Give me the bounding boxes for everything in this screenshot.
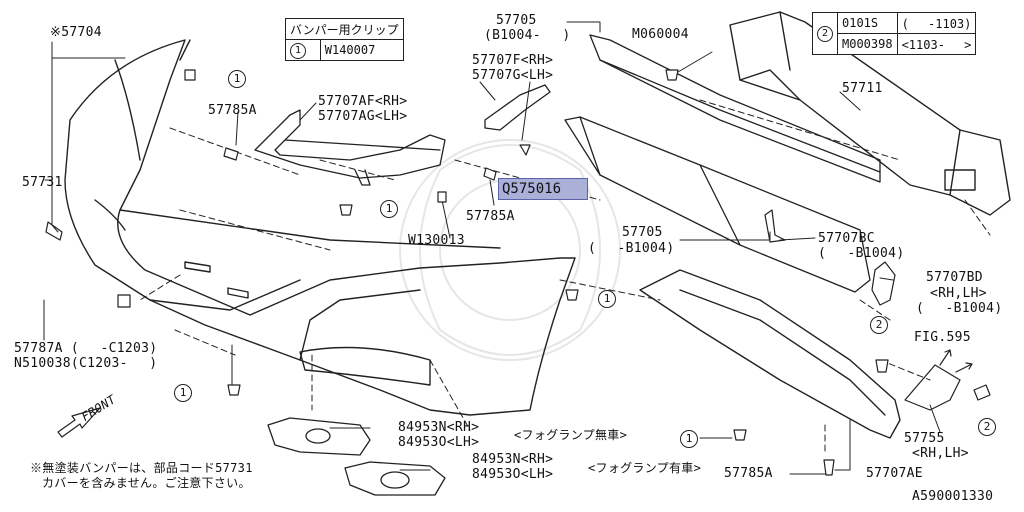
ref-circle-2: 2 [978,418,996,436]
bolt-row-range: ( -1103) [896,12,977,34]
clip-table-part: W140007 [319,39,404,61]
label-57785a-bot[interactable]: 57785A [724,466,773,481]
label-57705-top[interactable]: 57705 [496,13,537,28]
label-84953o-with[interactable]: 84953O<LH> [472,467,554,482]
highlighted-part-q575016[interactable]: Q575016 [498,178,588,200]
label-57785a-mid[interactable]: 57785A [466,209,515,224]
label-m060004[interactable]: M060004 [632,27,689,42]
label-57707bd[interactable]: 57707BD [926,270,983,285]
label-57785a-top[interactable]: 57785A [208,103,257,118]
label-n510038[interactable]: N510038(C1203- ) [14,356,158,371]
bracket-57707af [254,109,446,186]
bumper-beam [729,11,1011,216]
label-57707bd-side: <RH,LH> [930,286,987,301]
label-57707bd-range: ( -B1004) [916,301,1003,316]
label-fog-without: <フォグランプ無車> [514,428,628,442]
fasteners [184,69,991,476]
label-57707bc-range: ( -B1004) [818,246,905,261]
label-57704[interactable]: ※57704 [50,25,102,40]
under-guard [639,269,901,439]
label-84953n-with[interactable]: 84953N<RH> [472,452,554,467]
label-57707bc[interactable]: 57707BC [818,231,875,246]
clip-table: バンパー用クリップ 1 W140007 [285,18,404,61]
bolt-row-range: <1103- > [896,33,977,55]
label-57705-mid-range: ( -B1004) [588,241,675,256]
label-57705-mid[interactable]: 57705 [622,225,663,240]
watermark [399,139,621,361]
reinforcement-top [589,34,881,183]
label-w130013[interactable]: W130013 [408,233,465,248]
label-57755[interactable]: 57755 [904,431,945,446]
label-84953o-without[interactable]: 84953O<LH> [398,435,480,450]
clip-table-ref: 1 [285,39,321,61]
label-57707f[interactable]: 57707F<RH> [472,53,554,68]
label-84953n-without[interactable]: 84953N<RH> [398,420,480,435]
label-fog-with: <フォグランプ有車> [588,461,702,475]
label-fig595[interactable]: FIG.595 [914,330,971,345]
clip-table-header: バンパー用クリップ [285,18,404,40]
label-57707g[interactable]: 57707G<LH> [472,68,554,83]
label-57707ae[interactable]: 57707AE [866,466,923,481]
fog-cover-without [267,417,371,456]
ref-circle-1: 1 [228,70,246,88]
bolt-table-ref: 2 [812,12,838,55]
label-57711[interactable]: 57711 [842,81,883,96]
bolt-row-part: M000398 [837,33,898,55]
label-57731[interactable]: 57731 [22,175,63,190]
bumper-cover [64,39,576,416]
ref-circle-2: 2 [870,316,888,334]
fog-cover-with [344,461,446,496]
note-line-1: ※無塗装バンパーは、部品コード57731 [30,461,253,475]
ref-circle-1: 1 [174,384,192,402]
ref-circle-1: 1 [680,430,698,448]
ref-circle-1: 1 [598,290,616,308]
label-57707af[interactable]: 57707AF<RH> [318,94,408,109]
ref-circle-1: 1 [380,200,398,218]
bolt-row-part: 0101S [837,12,898,34]
label-57707ag[interactable]: 57707AG<LH> [318,109,408,124]
label-57755-side: <RH,LH> [912,446,969,461]
reinforcement-mid [564,116,871,293]
figure-code: A590001330 [912,489,994,504]
label-57787a[interactable]: 57787A ( -C1203) [14,341,158,356]
label-57705-top-range: (B1004- ) [484,28,571,43]
note-line-2: カバーを含みません。ご注意下さい。 [42,476,251,490]
bolt-table: 2 0101S ( -1103) M000398 <1103- > [812,12,977,55]
